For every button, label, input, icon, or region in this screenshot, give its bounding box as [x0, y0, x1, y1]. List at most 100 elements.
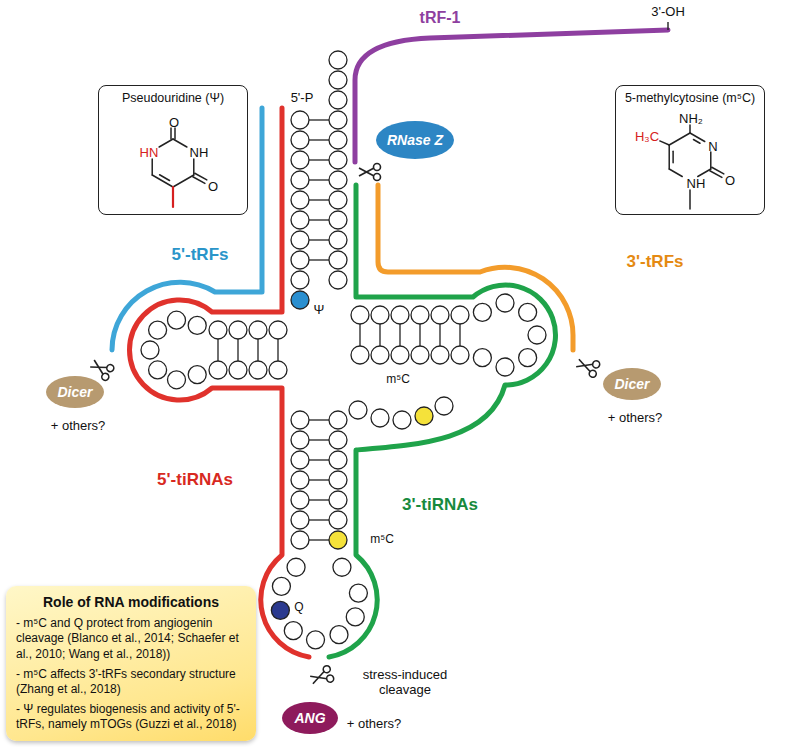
base-pair: [309, 499, 329, 500]
base-pair: [309, 439, 329, 440]
nucleotide: [249, 321, 267, 339]
nucleotide: [329, 251, 347, 269]
bond: [173, 175, 194, 187]
base-pair: [309, 139, 329, 140]
blade: [90, 360, 107, 374]
bond: [698, 169, 711, 177]
node-heading: ANG: [294, 710, 325, 726]
nucleotide: [391, 306, 409, 324]
nucleotide: [351, 346, 369, 364]
nucleotide: [291, 471, 309, 489]
bond: [193, 159, 195, 175]
nucleotide: [329, 91, 347, 109]
nucleotide: [333, 558, 351, 576]
note-label: + others?: [347, 717, 402, 732]
blade: [576, 359, 593, 372]
node-heading: 5-methylcytosine (m⁵C): [616, 91, 764, 105]
m5c-dot: [415, 407, 433, 425]
nucleotide: [291, 171, 309, 189]
nucleotide: [291, 131, 309, 149]
nucleotide: [431, 346, 449, 364]
node-text: - m⁵C affects 3'-tRFs secondary structur…: [16, 667, 246, 698]
nucleotide: [393, 411, 411, 429]
bond: [712, 167, 724, 174]
nucleotide: [269, 361, 287, 379]
node-text: NH₂: [679, 112, 703, 125]
queuosine-dot: [271, 601, 289, 619]
base-pair: [359, 324, 360, 346]
nucleotide: [519, 349, 537, 367]
base-pair: [309, 119, 329, 120]
nucleotide: [329, 171, 347, 189]
blade: [359, 168, 374, 176]
nucleotide: [329, 191, 347, 209]
nucleotide: [411, 346, 429, 364]
handle: [588, 369, 597, 378]
nucleotide: [291, 431, 309, 449]
enzyme-ellipse: ANG: [282, 702, 338, 734]
node-text: NH: [687, 177, 706, 190]
node-heading: RNase Z: [387, 132, 443, 148]
fragment-name: 3'-tRFs: [627, 252, 684, 272]
modification-label: m⁵C: [386, 373, 410, 387]
node-text: O: [725, 174, 735, 187]
nucleotide: [329, 111, 347, 129]
fragment-name: 5'-tRFs: [172, 245, 229, 265]
nucleotide: [329, 451, 347, 469]
nucleotide: [249, 361, 267, 379]
nucleotide: [149, 321, 167, 339]
nucleotide: [349, 401, 367, 419]
base-pair: [309, 479, 329, 480]
nucleotide: [291, 271, 309, 289]
base-pair: [309, 459, 329, 460]
node-heading: Role of RNA modifications: [16, 594, 246, 610]
fragment-lines: [112, 30, 668, 657]
nucleotide: [329, 511, 347, 529]
nucleotide: [329, 431, 347, 449]
nucleotide: [149, 361, 167, 379]
nucleotide: [291, 191, 309, 209]
nucleotide: [307, 631, 325, 649]
nucleotide: [291, 111, 309, 129]
nucleotide: [167, 371, 185, 389]
bond: [672, 151, 674, 163]
nucleotide: [496, 358, 514, 376]
end-label: 3'-OH: [651, 5, 685, 20]
modification-label: m⁵C: [370, 533, 394, 547]
enzyme-ellipse: RNase Z: [376, 121, 454, 159]
nucleotide: [329, 411, 347, 429]
blade: [359, 168, 374, 176]
nucleotide: [473, 303, 491, 321]
nucleotide: [229, 361, 247, 379]
base-pair: [419, 324, 420, 346]
3-trf-line: [378, 185, 573, 350]
node-heading: Pseudouridine (Ψ): [99, 91, 247, 105]
methylcytosine-structure: [660, 125, 724, 209]
nucleotide: [371, 346, 389, 364]
bond: [710, 152, 712, 169]
bond: [668, 145, 670, 169]
nucleotide: [229, 321, 247, 339]
nucleotide: [496, 294, 514, 312]
fragment-name: 5'-tiRNAs: [157, 470, 233, 490]
base-pair: [309, 239, 329, 240]
bond: [690, 133, 705, 142]
base-pair: [217, 339, 218, 361]
nucleotide: [329, 71, 347, 89]
node-heading: Dicer: [57, 384, 92, 400]
node-text: HN: [140, 146, 159, 159]
bond: [689, 125, 691, 133]
node-text: O: [169, 116, 179, 129]
scissors-icon: [88, 356, 115, 381]
bond: [159, 139, 173, 147]
bond: [151, 159, 153, 175]
nucleotide: [291, 251, 309, 269]
nucleotide: [291, 411, 309, 429]
nucleotide: [451, 306, 469, 324]
nucleotide: [167, 311, 185, 329]
node-text: O: [208, 180, 218, 193]
modification-label: Q: [294, 601, 303, 615]
nucleotide: [473, 349, 491, 367]
base-pair: [309, 539, 329, 540]
